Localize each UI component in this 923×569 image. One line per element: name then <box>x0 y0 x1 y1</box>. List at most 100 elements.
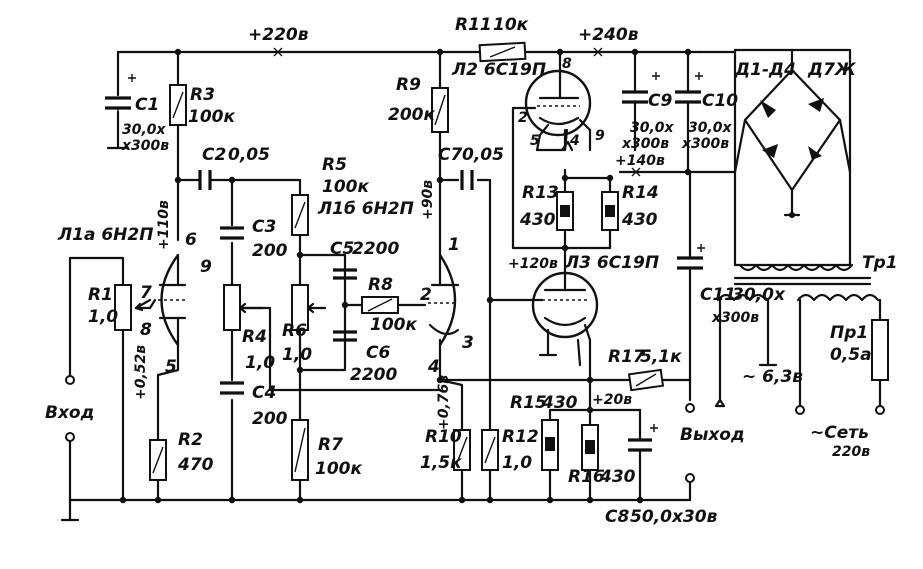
r14-value: 430 <box>621 210 658 230</box>
v-l1a-cathode: +0,52в <box>133 345 149 400</box>
l1b-label: Л1б 6Н2П <box>317 199 414 219</box>
resistor-r9 <box>431 87 449 133</box>
capacitor-c10 <box>675 90 701 114</box>
capacitor-c3 <box>220 226 244 240</box>
pin-8: 8 <box>140 320 152 340</box>
c7-value: 0,05 <box>462 145 504 165</box>
tube-l3 <box>528 268 599 367</box>
resistor-r17 <box>627 368 665 392</box>
r16-name: R16 <box>568 467 605 487</box>
l2-pin-9: 9 <box>595 128 605 144</box>
c8-value: 50,0х30в <box>630 507 718 527</box>
rail-140-label: +140в <box>615 153 665 169</box>
resistor-r13 <box>556 191 574 231</box>
l1a-label: Л1а 6Н2П <box>57 225 153 245</box>
l2-pin-4: 4 <box>569 133 580 149</box>
r15-name: R15 <box>510 393 547 413</box>
c7-name: C7 <box>438 145 462 165</box>
r6-name: R6 <box>282 321 307 341</box>
c1-value2: х300в <box>121 138 169 154</box>
resistor-r11 <box>478 41 527 63</box>
pin-6: 6 <box>185 230 197 250</box>
c9-value2: х300в <box>621 136 669 152</box>
c11-value1: 30,0х <box>732 285 786 305</box>
rail-220-label: +220в <box>248 25 309 45</box>
labels: +220в +240в +140в R11 10к C1 30,0х х300в… <box>45 15 898 527</box>
input-label: Вход <box>45 403 94 423</box>
capacitor-c1 <box>105 96 131 150</box>
resistor-r2 <box>149 439 167 481</box>
r12-name: R12 <box>502 427 539 447</box>
l2-pin-2: 2 <box>518 110 528 126</box>
pin-2: 2 <box>420 285 432 305</box>
capacitor-c6 <box>333 330 357 342</box>
rail-markers <box>273 47 641 177</box>
resistor-r7 <box>291 419 309 481</box>
c6-value: 2200 <box>350 365 397 385</box>
r15-value: 430 <box>541 393 578 413</box>
pin-3: 3 <box>462 333 474 353</box>
r14-name: R14 <box>622 183 659 203</box>
r5-value: 100к <box>322 177 369 197</box>
resistors <box>114 41 665 481</box>
junction-dots <box>119 48 795 504</box>
r12-value: 1,0 <box>502 453 532 473</box>
pin-7: 7 <box>140 283 152 303</box>
v-l1b-cathode: +0,76в <box>436 375 452 430</box>
pin-9: 9 <box>200 257 212 277</box>
c6-name: C6 <box>366 343 390 363</box>
output-label: Выход <box>680 425 745 445</box>
tube-l1a <box>158 253 188 346</box>
polarity-marks <box>128 72 705 432</box>
r2-value: 470 <box>177 455 214 475</box>
r13-value: 430 <box>519 210 556 230</box>
r11-name: R11 <box>455 15 492 35</box>
transformer-tr1 <box>716 263 889 381</box>
bridge-rectifier <box>733 48 852 192</box>
c3-value: 200 <box>252 241 288 261</box>
r10-value: 1,5к <box>420 453 462 473</box>
v-l3-anode: +120в <box>508 256 558 272</box>
r3-value: 100к <box>188 107 235 127</box>
resistor-r3 <box>169 84 187 126</box>
r17-value: 5,1к <box>640 347 682 367</box>
r1-name: R1 <box>88 285 113 305</box>
c1-value1: 30,0х <box>122 122 167 138</box>
r7-name: R7 <box>318 435 343 455</box>
r7-value: 100к <box>315 459 362 479</box>
resistor-r1 <box>114 284 132 331</box>
capacitor-c11 <box>677 246 703 270</box>
l3-label: Л3 6С19П <box>564 253 659 273</box>
resistor-r14 <box>601 191 619 231</box>
c10-name: C10 <box>702 91 738 111</box>
c9-name: C9 <box>648 91 672 111</box>
c11-value2: х300в <box>711 310 759 326</box>
r8-value: 100к <box>370 315 417 335</box>
pin-4: 4 <box>427 357 440 377</box>
pot-sliders <box>134 298 327 314</box>
mains-label: ~Сеть <box>810 423 869 443</box>
c2-name: C2 <box>202 145 226 165</box>
r4-name: R4 <box>242 327 267 347</box>
pin-5: 5 <box>165 357 177 377</box>
mains-value: 220в <box>832 444 870 460</box>
pin-1: 1 <box>448 235 460 255</box>
capacitor-c5 <box>333 268 357 280</box>
r3-name: R3 <box>190 85 215 105</box>
resistor-r12 <box>481 429 499 471</box>
capacitors <box>105 90 703 462</box>
r11-value: 10к <box>493 15 529 35</box>
capacitor-c2 <box>198 170 220 190</box>
resistor-r16 <box>581 424 599 471</box>
c8-name: C8 <box>605 507 629 527</box>
r8-name: R8 <box>368 275 393 295</box>
r9-value: 200к <box>388 105 435 125</box>
c5-name: C5 <box>330 239 354 259</box>
v-l3-cathode: +20в <box>592 392 632 408</box>
c10-value2: х300в <box>681 136 729 152</box>
l2-pin-8: 8 <box>562 56 572 72</box>
tube-l1b <box>428 248 460 346</box>
c9-value1: 30,0х <box>630 120 675 136</box>
c11-name: C11 <box>700 285 736 305</box>
